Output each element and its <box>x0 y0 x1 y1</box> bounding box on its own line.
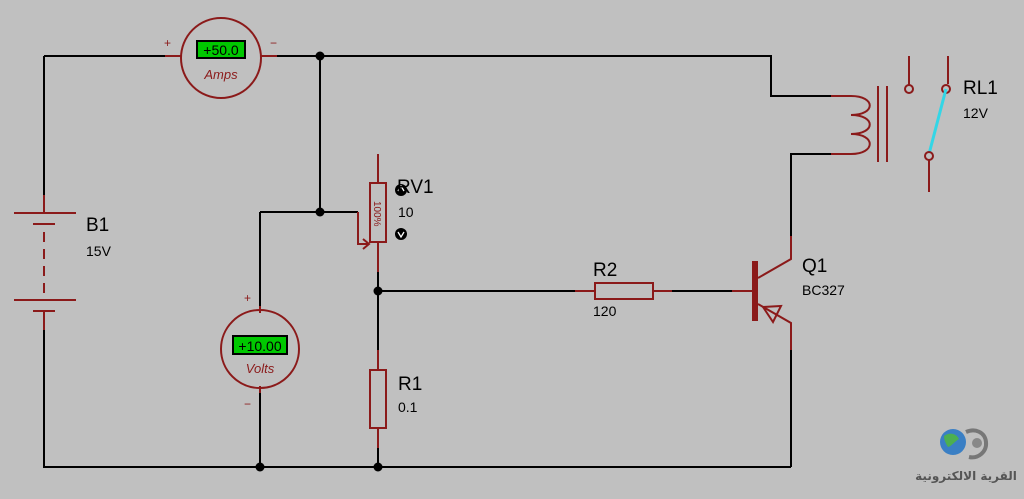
wire-top-right <box>277 55 831 97</box>
junctions <box>255 51 383 472</box>
wires <box>43 55 831 468</box>
ammeter-minus-sign: − <box>270 36 277 50</box>
pot-value-label: 10 <box>398 204 414 220</box>
ammeter-display-lcd <box>198 42 244 57</box>
wire-collector-to-relay <box>790 153 831 236</box>
voltmeter-display-lcd <box>234 337 286 353</box>
pot-increase-button[interactable] <box>395 184 407 196</box>
junction-dot <box>255 462 265 472</box>
q1-ref-label: Q1 <box>802 256 827 277</box>
junction-dot <box>373 462 383 472</box>
voltmeter-reading: +10.00 <box>238 338 281 354</box>
ammeter-plus-sign: + <box>164 36 171 50</box>
r1-value-label: 0.1 <box>398 399 418 415</box>
wrench-icon <box>965 428 989 460</box>
relay-contact-arm <box>927 88 948 155</box>
battery-value-label: 15V <box>86 243 112 259</box>
transistor-q1[interactable]: Q1 BC327 <box>732 236 845 350</box>
voltmeter-unit: Volts <box>246 361 275 376</box>
pot-ref-label: RV1 <box>397 177 434 198</box>
resistor-r1[interactable]: R1 0.1 <box>369 350 422 448</box>
pot-decrease-button[interactable] <box>395 228 407 240</box>
ammeter[interactable]: +50.0 Amps + − <box>164 17 277 99</box>
voltmeter[interactable]: +10.00 Volts + − <box>220 291 300 411</box>
r1-ref-label: R1 <box>398 374 422 395</box>
potentiometer-rv1[interactable]: 100% RV1 10 <box>357 154 434 272</box>
ammeter-unit: Amps <box>203 67 238 82</box>
watermark-text: القرية الالكترونية <box>915 469 1017 484</box>
resistor-r2[interactable]: R2 120 <box>575 260 672 319</box>
junction-dot <box>315 51 325 61</box>
voltmeter-plus-sign: + <box>244 291 251 305</box>
wire-battery-bottom <box>43 330 791 468</box>
wire-pot-top-feed <box>319 56 358 213</box>
pot-wiper-percent: 100% <box>371 201 382 227</box>
relay-value-label: 12V <box>963 105 989 121</box>
battery-b1[interactable]: B1 15V <box>14 195 112 330</box>
voltmeter-minus-sign: − <box>244 397 251 411</box>
r2-value-label: 120 <box>593 303 617 319</box>
junction-dot <box>373 286 383 296</box>
ammeter-reading: +50.0 <box>203 42 239 58</box>
junction-dot <box>315 207 325 217</box>
r2-ref-label: R2 <box>593 260 617 281</box>
q1-value-label: BC327 <box>802 282 845 298</box>
relay-ref-label: RL1 <box>963 78 998 99</box>
relay-rl1[interactable]: RL1 12V <box>831 56 998 192</box>
battery-ref-label: B1 <box>86 215 109 236</box>
watermark-logo: القرية الالكترونية <box>915 428 1017 484</box>
